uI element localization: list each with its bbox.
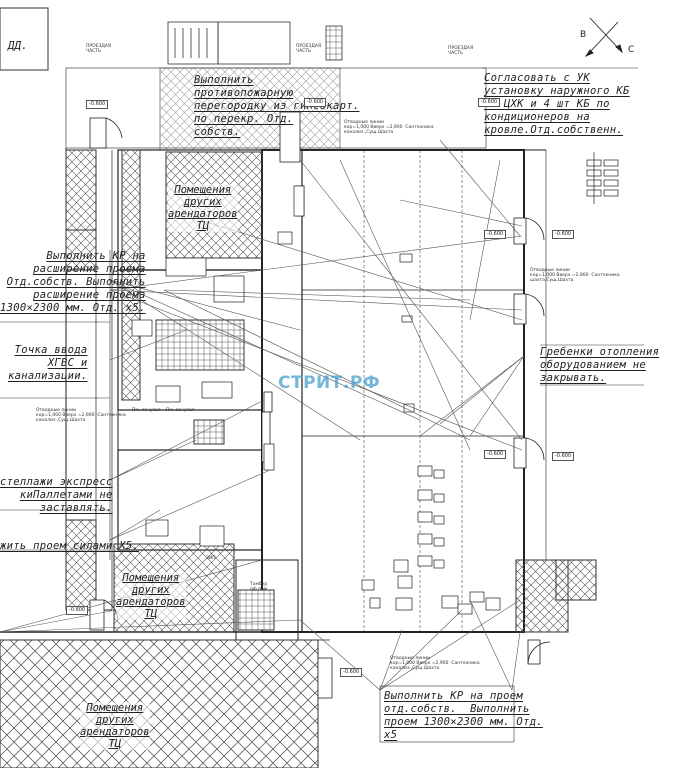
top-equipment [167, 21, 343, 65]
hatched-room-tenants-3 [0, 639, 319, 768]
level-mark: -0.600 [86, 100, 109, 109]
room-tenants-1: Помещения других арендаторов ТЦ [168, 184, 238, 232]
compass-label-b: В [580, 30, 587, 40]
note-shelves: стеллажи экспресс киПаллетами не заставл… [0, 476, 113, 514]
label-wc-1: Пм. санузел [132, 408, 161, 413]
note-agree-ac: Согласовать с УК установку наружного КБ … [484, 72, 630, 136]
level-mark: -0.600 [66, 606, 89, 615]
level-mark: -0.600 [552, 452, 575, 461]
label-shaft-1: Отводные линии кор=1,000 Вверх =2,900 Са… [344, 120, 434, 135]
level-mark: -0.600 [304, 98, 327, 107]
hatched-room-right-2 [555, 559, 597, 601]
label-passage-3: ПРОЕЗДАЯ ЧАСТЬ [448, 46, 474, 56]
watermark: СТРИТ.РФ [278, 373, 381, 393]
hatched-room-top-left-2 [65, 229, 97, 271]
hatched-column-strip [121, 149, 141, 401]
note-fire-partition: Выполнить противопожарную перегородку из… [194, 74, 360, 138]
label-zip: ЗИП [206, 556, 216, 561]
note-water-input: Точка ввода ХГВС и канализации. [8, 344, 88, 382]
leader-lines [0, 139, 525, 691]
level-mark: -0.600 [478, 98, 501, 107]
label-corridor: Тамбур оф.пом. [250, 582, 269, 592]
note-frames [0, 67, 644, 743]
level-mark: -0.600 [484, 230, 507, 239]
title-block [0, 7, 49, 71]
note-kr-bottom: Выполнить КР на проем отд.собств. Выполн… [384, 690, 543, 741]
room-tenants-2: Помещения других арендаторов ТЦ [116, 572, 186, 620]
hatched-room-top-left [65, 149, 97, 231]
label-shaft-3: Отводные линии кор=1,000 Вверх =2,900 Са… [36, 408, 126, 423]
note-opening: жить проем силами Х5. [0, 540, 140, 552]
compass-label-c: С [628, 45, 635, 55]
stair [237, 589, 275, 631]
hatched-room-top-strip [159, 67, 341, 151]
label-wc-2: Пм. санузел [166, 408, 195, 413]
room-tenants-3: Помещения других арендаторов ТЦ [80, 702, 150, 750]
title-block-label: ДД. [8, 40, 28, 52]
hatched-room-left-bottom [65, 519, 97, 611]
label-passage-1: ПРОЕЗДАЯ ЧАСТЬ [86, 44, 112, 54]
tiled-wet-area-2 [193, 419, 225, 445]
label-shaft-2: Отводные линии кор=1,000 Вверх =2,900 Са… [530, 268, 620, 283]
doors [89, 111, 551, 699]
compass-icon [584, 17, 623, 58]
tiled-wet-area [155, 319, 245, 371]
label-shaft-4: Отводные линии кор=1,000 Вверх =2,900 Са… [390, 656, 480, 671]
equipment-racks [131, 185, 501, 615]
level-mark: -0.600 [340, 668, 363, 677]
heating-combs [586, 152, 619, 204]
note-heating-combs: Гребенки отопления оборудованием не закр… [540, 346, 660, 384]
label-passage-2: ПРОЕЗДАЯ ЧАСТЬ [296, 44, 322, 54]
level-mark: -0.600 [552, 230, 575, 239]
level-mark: -0.600 [484, 450, 507, 459]
note-kr-left: Выполнить КР на расширение проема Отд.со… [0, 250, 146, 314]
